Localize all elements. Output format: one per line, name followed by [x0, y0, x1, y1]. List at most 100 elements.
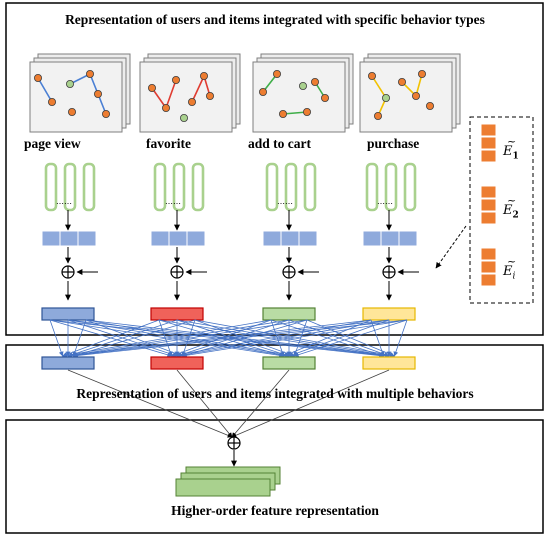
cross-link — [171, 319, 372, 358]
graph-card — [29, 61, 123, 133]
sequence-encoder-favorite: …… — [153, 162, 205, 212]
embedding-i-letter: E — [503, 264, 513, 279]
sequence-unit — [265, 162, 279, 212]
graph-stack-purchase — [359, 53, 461, 133]
embedding-block-1 — [480, 136, 497, 150]
embedding-i-tilde: ~ — [507, 255, 517, 268]
behavior-embedding-purchase — [362, 230, 418, 247]
embedding-i-subscript: i — [512, 271, 516, 282]
middle-panel-title: Representation of users and items integr… — [76, 386, 474, 401]
graph-node — [367, 72, 376, 81]
graph-node — [302, 108, 311, 117]
cross-link — [293, 319, 408, 357]
cross-link — [72, 319, 196, 358]
embedding-block-2 — [480, 198, 497, 212]
cross-link — [67, 319, 290, 358]
fused-output-add-to-cart — [262, 356, 316, 370]
behavior-embedding-add-to-cart — [262, 230, 318, 247]
graph-stack-add-to-cart — [252, 53, 354, 133]
cross-link — [67, 319, 178, 357]
graph-stack-page-view — [29, 53, 131, 133]
embedding-block-3 — [480, 247, 497, 261]
embedding-segment — [262, 230, 282, 247]
ellipsis-dots: …… — [377, 197, 393, 206]
embedding-segment — [59, 230, 79, 247]
sequence-encoder-page-view: …… — [44, 162, 96, 212]
embedding-block-3 — [480, 260, 497, 274]
line-to-final-aggregate-purchase — [231, 369, 390, 438]
auxiliary-embedding-panel — [469, 116, 534, 304]
graph-node — [397, 78, 406, 87]
feature-layer — [175, 478, 271, 497]
cross-link — [176, 319, 290, 357]
fused-output-page-view — [41, 356, 95, 370]
line-to-final-aggregate-add-to-cart — [231, 369, 290, 438]
cross-link — [67, 319, 390, 358]
graph-stack-favorite — [139, 53, 241, 133]
embedding-block-1 — [480, 149, 497, 163]
graph-node — [205, 92, 214, 101]
cross-link — [72, 319, 87, 357]
graph-node — [417, 70, 426, 79]
embedding-2-tilde: ~ — [507, 194, 517, 207]
sequence-unit — [63, 162, 77, 212]
ellipsis-dots: …… — [56, 197, 72, 206]
cross-link — [370, 319, 385, 357]
graph-node — [310, 78, 319, 87]
embedding-label-i: ~Ei — [503, 255, 516, 282]
graph-edge — [371, 75, 387, 99]
sequence-unit — [44, 162, 58, 212]
graph-node — [66, 80, 75, 89]
behavior-label-purchase: purchase — [367, 136, 420, 151]
sequence-unit — [403, 162, 417, 212]
embedding-block-2 — [480, 211, 497, 225]
embedding-label-1: ~E1 — [503, 135, 519, 162]
graph-node — [147, 84, 156, 93]
behavior-output-purchase — [362, 307, 416, 321]
graph-node — [425, 102, 434, 111]
behavior-output-add-to-cart — [262, 307, 316, 321]
graph-edge — [37, 77, 53, 103]
higher-order-panel — [5, 419, 544, 534]
embedding-2-subscript: 2 — [512, 210, 519, 221]
graph-node — [258, 88, 267, 97]
graph-node — [34, 74, 43, 83]
graph-edge — [282, 111, 308, 115]
graph-node — [86, 70, 95, 79]
cross-link — [393, 319, 408, 357]
cross-link — [181, 319, 408, 358]
ellipsis-dots: …… — [165, 197, 181, 206]
graph-node — [187, 98, 196, 107]
aggregate-symbol-page-view — [61, 265, 75, 279]
graph-node — [298, 82, 307, 91]
behavior-embedding-page-view — [41, 230, 97, 247]
sequence-unit — [153, 162, 167, 212]
graph-node — [48, 98, 57, 107]
embedding-segment — [298, 230, 318, 247]
embedding-1-subscript: 1 — [512, 151, 519, 162]
embedding-segment — [168, 230, 188, 247]
graph-node — [272, 70, 281, 79]
graph-node — [411, 92, 420, 101]
behavior-label-page-view: page view — [24, 136, 81, 151]
graph-card — [359, 61, 453, 133]
aggregate-symbol-add-to-cart — [282, 265, 296, 279]
behavior-embedding-favorite — [150, 230, 206, 247]
graph-node — [94, 90, 103, 99]
cross-behavior-connections — [49, 319, 408, 358]
embedding-2-letter: E — [503, 203, 513, 218]
sequence-encoder-add-to-cart: …… — [265, 162, 317, 212]
line-to-final-aggregate-page-view — [67, 369, 233, 438]
top-panel-title: Representation of users and items integr… — [65, 12, 485, 27]
graph-node — [68, 108, 77, 117]
behavior-label-favorite: favorite — [146, 136, 191, 151]
embedding-segment — [398, 230, 418, 247]
sequence-unit — [284, 162, 298, 212]
graph-card — [139, 61, 233, 133]
embedding-segment — [280, 230, 300, 247]
fused-output-purchase — [362, 356, 416, 370]
graph-node — [320, 94, 329, 103]
embedding-segment — [362, 230, 382, 247]
cross-link — [62, 319, 160, 357]
